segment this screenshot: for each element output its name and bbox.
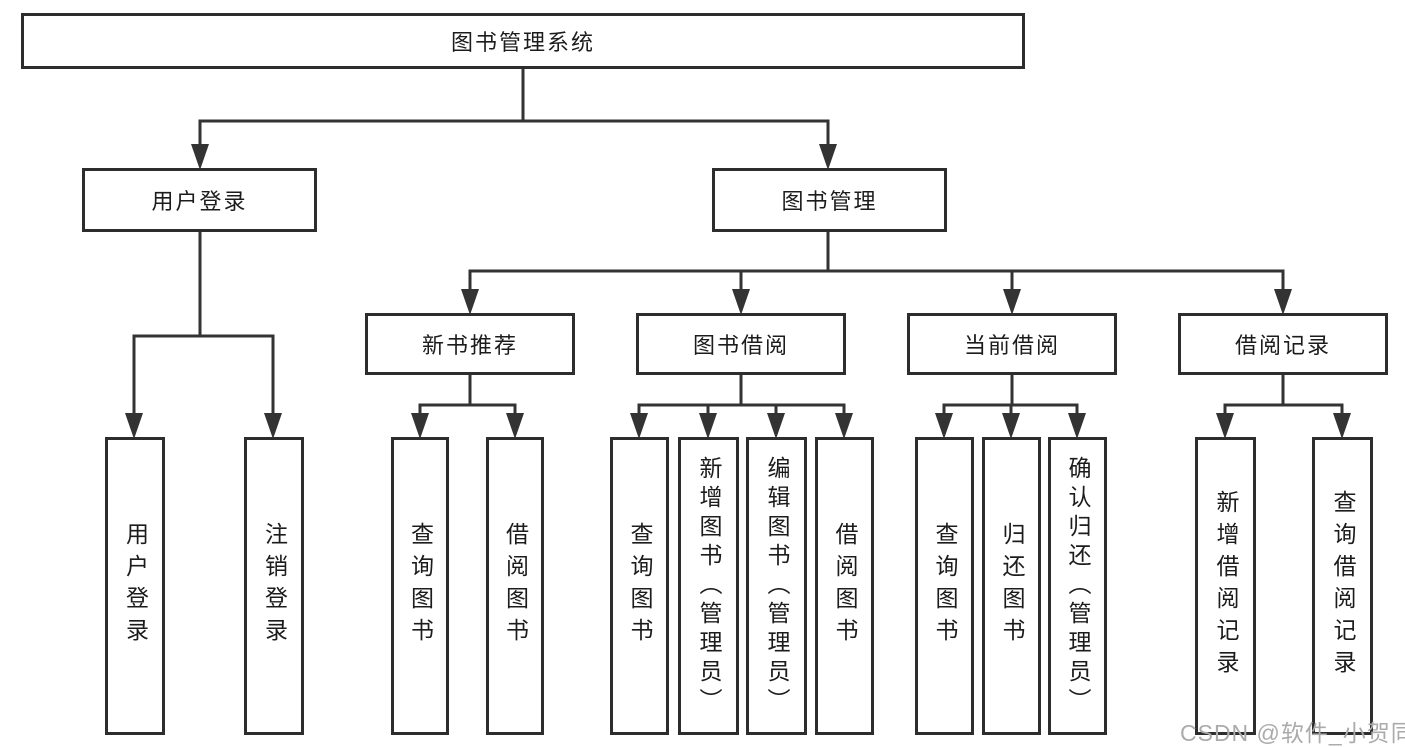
- leaf-current-confirm-return-admin: 确认归还（管理员）: [1048, 437, 1107, 735]
- leaf-newbooks-query: 查询图书: [391, 437, 449, 735]
- node-current-borrow: 当前借阅: [907, 313, 1117, 375]
- leaf-borrow-edit-admin: 编辑图书（管理员）: [746, 437, 807, 735]
- watermark: CSDN @软件_小贺同学: [1180, 720, 1405, 746]
- leaf-records-add: 新增借阅记录: [1195, 437, 1256, 735]
- node-book-borrow: 图书借阅: [636, 313, 846, 375]
- connector-login-to-children: [125, 230, 282, 439]
- connector-section-newbooks-to-children: [411, 373, 524, 439]
- node-book-management: 图书管理: [712, 168, 947, 232]
- node-root-system: 图书管理系统: [21, 13, 1025, 69]
- node-user-login: 用户登录: [82, 168, 317, 232]
- leaf-user-login: 用户登录: [105, 437, 165, 735]
- leaf-newbooks-borrow: 借阅图书: [486, 437, 544, 735]
- leaf-borrow-add-admin: 新增图书（管理员）: [678, 437, 739, 735]
- leaf-current-query: 查询图书: [915, 437, 974, 735]
- connector-section-borrow-to-children: [630, 373, 853, 439]
- node-borrow-records: 借阅记录: [1178, 313, 1388, 375]
- connector-section-current-to-children: [935, 373, 1086, 439]
- leaf-logout: 注销登录: [244, 437, 304, 735]
- connector-section-records-to-children: [1216, 373, 1351, 439]
- leaf-records-query: 查询借阅记录: [1312, 437, 1373, 735]
- leaf-borrow-query: 查询图书: [610, 437, 669, 735]
- connector-management-to-sections: [461, 230, 1292, 315]
- leaf-borrow-borrow: 借阅图书: [815, 437, 874, 735]
- connector-root-to-branches: [191, 67, 837, 170]
- node-new-book-recommend: 新书推荐: [365, 313, 575, 375]
- leaf-current-return: 归还图书: [982, 437, 1041, 735]
